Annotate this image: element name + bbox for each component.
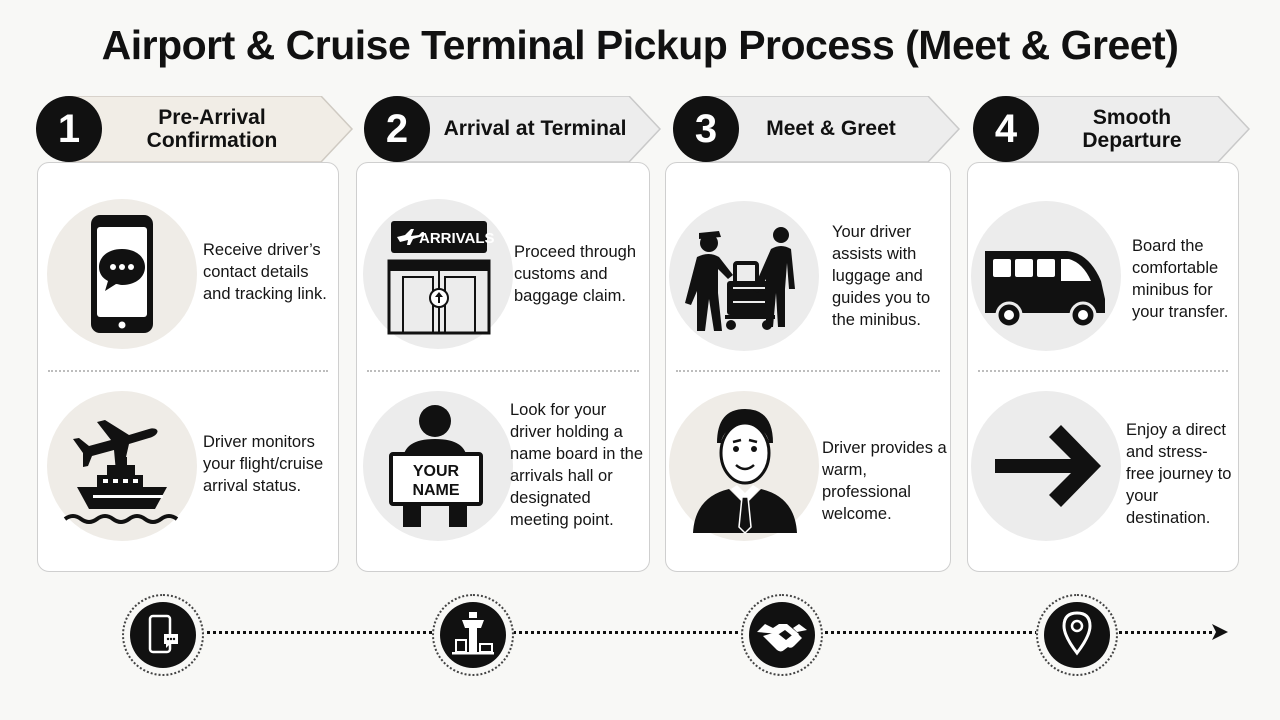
- step-3-item-1-text: Your driver assists with luggage and gui…: [832, 223, 931, 329]
- step-1-header: 1 Pre-Arrival Confirmation: [36, 96, 356, 162]
- control-tower-icon: [452, 612, 494, 655]
- step-4-item-2-icon-circle: [971, 391, 1121, 541]
- step-4-title: Smooth Departure: [1082, 105, 1182, 152]
- timeline-node-3: [741, 594, 823, 676]
- step-3-item-1-icon-circle: [669, 201, 819, 351]
- step-4-number: 4: [973, 96, 1039, 162]
- step-1-divider: [48, 370, 328, 372]
- step-3-divider: [676, 370, 940, 372]
- step-4-item-1-text: Board the comfortable minibus for your t…: [1132, 237, 1229, 321]
- step-1-item-1-text: Receive driver’s contact details and tra…: [203, 241, 327, 303]
- step-2-number: 2: [364, 96, 430, 162]
- step-2-header: 2 Arrival at Terminal: [364, 96, 664, 162]
- name-board-line-1: YOUR: [413, 463, 460, 480]
- step-1-item-2-icon-circle: [47, 391, 197, 541]
- step-4-item-2-text: Enjoy a direct and stress-free journey t…: [1126, 421, 1232, 527]
- step-3-item-2-icon-circle: [669, 391, 819, 541]
- timeline-node-4: [1036, 594, 1118, 676]
- timeline-node-1: [122, 594, 204, 676]
- step-4-item-1-icon-circle: [971, 201, 1121, 351]
- arrivals-doors-icon: ARRIVALS: [387, 221, 495, 335]
- handshake-icon: [757, 624, 807, 652]
- step-3-number: 3: [673, 96, 739, 162]
- step-1-panel: Receive driver’s contact details and tra…: [37, 162, 339, 572]
- arrivals-sign-text: ARRIVALS: [419, 230, 495, 247]
- step-3-header: 3 Meet & Greet: [673, 96, 963, 162]
- luggage-assist-icon: [685, 227, 795, 331]
- timeline-dotted-line: [200, 631, 1220, 634]
- step-1-number: 1: [36, 96, 102, 162]
- timeline-node-2: [432, 594, 514, 676]
- step-2-panel: ARRIVALS Proceed through customs and bag…: [356, 162, 650, 572]
- right-arrow-icon: [995, 425, 1101, 507]
- location-pin-icon: [1062, 611, 1092, 656]
- step-2-item-2-icon-circle: YOUR NAME: [363, 391, 513, 541]
- step-4-panel: Board the comfortable minibus for your t…: [967, 162, 1239, 572]
- step-3-panel: Your driver assists with luggage and gui…: [665, 162, 951, 572]
- name-board-person-icon: YOUR NAME: [389, 405, 483, 527]
- step-1-item-1-icon-circle: [47, 199, 197, 349]
- page-title: Airport & Cruise Terminal Pickup Process…: [101, 22, 1179, 68]
- step-4-divider: [978, 370, 1228, 372]
- smartphone-chat-icon: [91, 215, 153, 333]
- timeline-arrowhead-icon: [1212, 624, 1228, 640]
- step-3-title: Meet & Greet: [766, 117, 896, 141]
- step-1-item-2-text: Driver monitors your flight/cruise arriv…: [203, 433, 324, 495]
- step-3-item-2-text: Driver provides a warm, professional wel…: [822, 439, 947, 523]
- step-2-item-2-text: Look for your driver holding a name boar…: [510, 401, 644, 529]
- step-4-header: 4 Smooth Departure: [968, 96, 1253, 162]
- step-2-divider: [367, 370, 639, 372]
- step-2-item-1-text: Proceed through customs and baggage clai…: [514, 243, 637, 305]
- minibus-icon: [985, 251, 1105, 329]
- step-2-title: Arrival at Terminal: [443, 117, 627, 141]
- phone-message-icon: [148, 614, 178, 654]
- step-2-item-1-icon-circle: ARRIVALS: [363, 199, 513, 349]
- airplane-ship-icon: [63, 420, 179, 524]
- name-board-line-2: NAME: [412, 482, 459, 499]
- driver-portrait-icon: [693, 409, 797, 535]
- step-1-title: Pre-Arrival Confirmation: [146, 105, 278, 152]
